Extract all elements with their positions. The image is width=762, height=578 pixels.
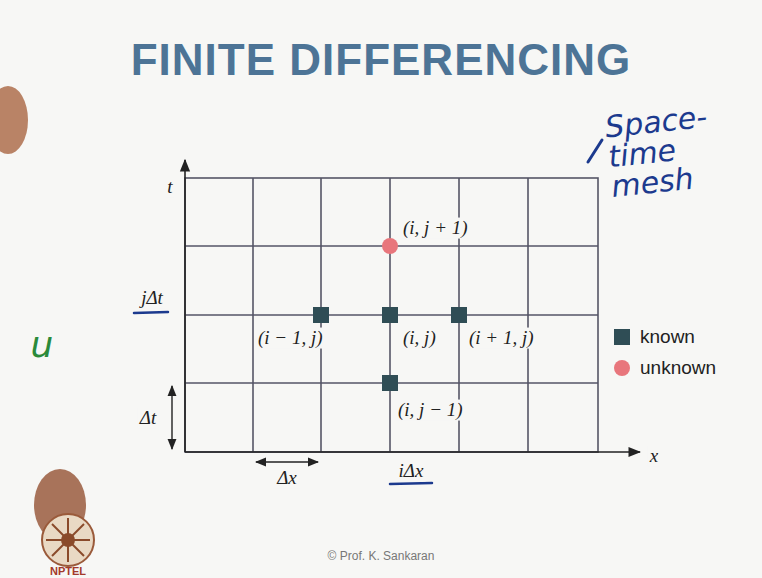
handwritten-note: u xyxy=(31,325,54,365)
axis-tick-label: jΔt xyxy=(139,288,165,309)
known-points xyxy=(313,307,467,391)
grid-point-label: (i + 1, j) xyxy=(467,328,536,349)
axis-label: t xyxy=(165,177,174,198)
dx-arrow xyxy=(256,461,318,462)
logo xyxy=(42,514,94,566)
step-label: Δx xyxy=(275,468,299,489)
hand-stroke xyxy=(588,140,602,162)
legend-label: unknown xyxy=(640,358,716,379)
slide-title: FINITE DIFFERENCING xyxy=(131,36,632,84)
grid-point-label: (i, j) xyxy=(401,328,438,349)
unknown-point xyxy=(382,238,398,254)
legend-swatch xyxy=(614,360,630,376)
grid-lines xyxy=(185,178,598,452)
step-label: Δt xyxy=(138,408,158,429)
logo-text: NPTEL xyxy=(50,565,86,577)
logo-rays xyxy=(46,518,90,562)
x-axis xyxy=(185,451,640,453)
legend-swatch xyxy=(614,329,630,345)
legend-label: known xyxy=(640,327,695,348)
grid-point-label: (i − 1, j) xyxy=(256,328,325,349)
copyright-note: © Prof. K. Sankaran xyxy=(328,550,435,563)
grid-point-label: (i, j − 1) xyxy=(396,400,465,421)
underline xyxy=(134,312,168,313)
dt-arrow xyxy=(171,386,172,449)
handwritten-note: Space-time mesh xyxy=(604,98,753,202)
axis-label: x xyxy=(648,446,660,467)
t-axis xyxy=(184,160,186,452)
grid-point-label: (i, j + 1) xyxy=(401,218,470,239)
underline xyxy=(390,483,432,484)
finger xyxy=(0,86,28,154)
axis-tick-label: iΔx xyxy=(397,461,426,482)
